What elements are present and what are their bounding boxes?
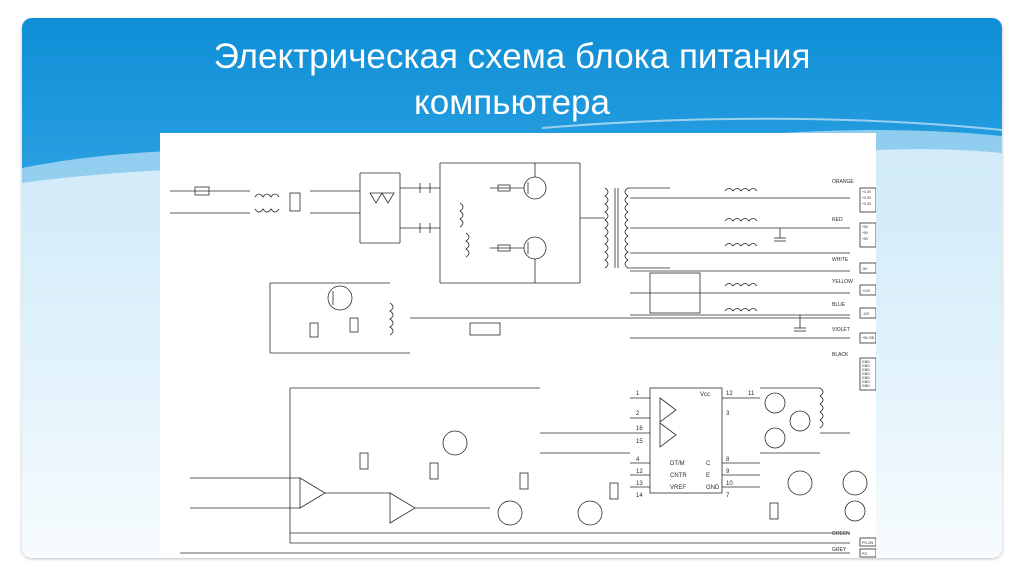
pin-e: E (706, 473, 710, 479)
pwm-controller-chip (630, 387, 760, 494)
pin-16: 16 (636, 426, 643, 432)
label-white: WHITE (832, 257, 849, 263)
pin-4: 4 (636, 457, 640, 463)
connector-pin-label: PG (862, 552, 867, 556)
label-red: RED (832, 217, 843, 223)
pin-c: C (706, 461, 711, 467)
connector-pin-label: GND (862, 368, 870, 372)
connector-pin-label: +12V (862, 289, 871, 293)
connector-pin-label: +3.3V (862, 196, 872, 200)
label-blue: BLUE (832, 302, 846, 308)
pin-8: 8 (726, 457, 730, 463)
ac-input-section (170, 172, 440, 244)
pin-1: 1 (636, 391, 640, 397)
pin-10: 10 (726, 481, 733, 487)
pin-14: 14 (636, 493, 643, 499)
pin-cntr: CNTR (670, 473, 687, 479)
connector-pin-label: -12V (862, 312, 870, 316)
pin-13: 13 (636, 481, 643, 487)
pin-2: 2 (636, 411, 640, 417)
connector-pin-label: +3.3V (862, 202, 872, 206)
connector-pin-label: -5V (862, 267, 868, 271)
pin-9: 9 (726, 469, 730, 475)
feedback-section (190, 387, 868, 544)
driver-transistors (760, 387, 850, 454)
label-violet: VIOLET (832, 327, 850, 333)
main-transformer (604, 187, 670, 269)
connector-pin-label: +5V (862, 231, 869, 235)
pin-gnd: GND (706, 485, 720, 491)
output-wire-labels: ORANGE RED WHITE YELLOW BLUE VIOLET BLAC… (832, 179, 854, 553)
connector-pin-label: GND (862, 380, 870, 384)
connector-pin-label: GND (862, 364, 870, 368)
label-green: GREEN (832, 531, 850, 537)
output-rectifiers (630, 188, 850, 339)
label-black: BLACK (832, 352, 849, 358)
connector-pin-label: +3.3V (862, 190, 872, 194)
connector-pin-label: GND (862, 360, 870, 364)
schematic-diagram: ORANGE RED WHITE YELLOW BLUE VIOLET BLAC… (160, 133, 877, 558)
pin-15: 15 (636, 439, 643, 445)
connector-pin-label: GND (862, 384, 870, 388)
title-line-2: компьютера (414, 83, 610, 122)
pin-12: 12 (636, 469, 643, 475)
connector-pin-label: PS-ON (862, 541, 874, 545)
half-bridge-section (439, 162, 605, 284)
pin-7: 7 (726, 493, 730, 499)
connector-pin-label: +5V SB (862, 336, 875, 340)
pin-dtm: DT/M (670, 461, 685, 467)
standby-supply (269, 282, 850, 354)
pin-3: 3 (726, 411, 730, 417)
slide: Электрическая схема блока питания компью… (22, 18, 1002, 558)
pin-vref: VREF (670, 485, 686, 491)
slide-title: Электрическая схема блока питания компью… (152, 34, 872, 126)
label-yellow: YELLOW (832, 279, 853, 285)
connector-pin-label: GND (862, 372, 870, 376)
connector-pin-label: +5V (862, 237, 869, 241)
pin-11: 11 (748, 391, 755, 397)
label-grey: GREY (832, 547, 847, 553)
label-orange: ORANGE (832, 179, 854, 185)
title-line-1: Электрическая схема блока питания (213, 37, 811, 76)
connector-pin-label: +5V (862, 225, 869, 229)
pin-vcc: Vcc (700, 392, 710, 398)
connector-pin-label: GND (862, 376, 870, 380)
chip-pin-labels: Vcc DT/M CNTR VREF C E GND 1 2 16 15 4 1… (636, 391, 755, 499)
pin-12b: 12 (726, 391, 733, 397)
